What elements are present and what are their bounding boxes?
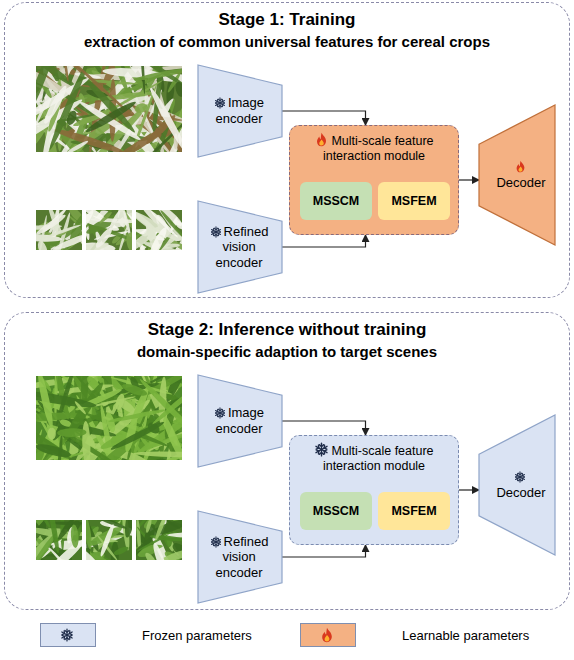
connector-arrow bbox=[459, 179, 479, 180]
connector-arrow bbox=[282, 545, 366, 557]
encoder-trapezoid: Refined vision encoder bbox=[198, 201, 282, 293]
stage-title: Stage 1: Training bbox=[5, 10, 569, 30]
module-label: Multi-scale feature interaction module bbox=[290, 436, 458, 474]
block-label: Image encoder bbox=[202, 405, 276, 436]
leaf-sample-photo bbox=[18, 500, 98, 576]
snowflake-icon bbox=[60, 628, 74, 642]
leaf-sample-photo bbox=[114, 504, 200, 578]
fire-icon bbox=[319, 627, 335, 643]
decoder-trapezoid: Decoder bbox=[479, 415, 555, 555]
stage-panel: Stage 2: Inference without training domai… bbox=[4, 312, 570, 610]
label-holder: Refined vision encoder bbox=[202, 531, 276, 583]
submodule-box: MSSCM bbox=[300, 182, 372, 220]
legend-item: Frozen parameters bbox=[40, 622, 252, 648]
connector-arrow bbox=[282, 111, 366, 125]
module-label: Multi-scale feature interaction module bbox=[290, 126, 458, 164]
spike-sample-photo bbox=[115, 197, 203, 270]
fire-icon bbox=[314, 132, 329, 147]
block-label: Refined vision encoder bbox=[202, 534, 276, 581]
submodule-box: MSFEM bbox=[378, 492, 450, 530]
legend-swatch bbox=[300, 623, 356, 647]
label-holder: Decoder bbox=[491, 147, 551, 203]
interaction-module: Multi-scale feature interaction moduleMS… bbox=[289, 125, 459, 235]
fire-icon bbox=[514, 160, 527, 173]
stage-panel: Stage 1: Training extraction of common un… bbox=[4, 2, 570, 298]
snowflake-icon bbox=[210, 536, 222, 548]
submodule-name: MSFEM bbox=[391, 194, 436, 208]
submodule-name: MSSCM bbox=[313, 194, 360, 208]
snowflake-icon bbox=[210, 226, 222, 238]
block-label: Refined vision encoder bbox=[202, 224, 276, 271]
block-name: Decoder bbox=[496, 485, 545, 500]
submodule-name: MSFEM bbox=[391, 504, 436, 518]
legend-text: Frozen parameters bbox=[142, 628, 252, 643]
snowflake-icon bbox=[314, 442, 329, 457]
snowflake-icon bbox=[214, 407, 226, 419]
submodule-box: MSFEM bbox=[378, 182, 450, 220]
label-holder: Decoder bbox=[491, 457, 551, 513]
block-label: Decoder bbox=[491, 159, 551, 190]
connector-arrow bbox=[459, 489, 479, 490]
encoder-trapezoid: Image encoder bbox=[198, 65, 282, 157]
block-label: Image encoder bbox=[202, 95, 276, 126]
interaction-module: Multi-scale feature interaction moduleMS… bbox=[289, 435, 459, 545]
stage-subtitle: extraction of common universal features … bbox=[5, 33, 569, 50]
label-holder: Image encoder bbox=[202, 85, 276, 137]
encoder-trapezoid: Refined vision encoder bbox=[198, 511, 282, 603]
snowflake-icon bbox=[214, 97, 226, 109]
legend-text: Learnable parameters bbox=[402, 628, 529, 643]
submodule-name: MSSCM bbox=[313, 504, 360, 518]
module-name: Multi-scale feature interaction module bbox=[323, 444, 434, 473]
submodule-box: MSSCM bbox=[300, 492, 372, 530]
snowflake-icon bbox=[514, 471, 526, 483]
block-name: Refined vision encoder bbox=[216, 224, 269, 270]
connector-arrow bbox=[282, 235, 366, 247]
block-name: Decoder bbox=[496, 175, 545, 190]
legend-swatch bbox=[40, 623, 96, 647]
encoder-trapezoid: Image encoder bbox=[198, 375, 282, 467]
label-holder: Refined vision encoder bbox=[202, 221, 276, 273]
legend-item: Learnable parameters bbox=[300, 622, 529, 648]
leaf-sample-photo bbox=[67, 503, 140, 573]
stage-subtitle: domain-specific adaption to target scene… bbox=[5, 343, 569, 360]
module-name: Multi-scale feature interaction module bbox=[323, 134, 434, 163]
block-name: Refined vision encoder bbox=[216, 534, 269, 580]
connector-arrow bbox=[282, 421, 366, 435]
block-label: Decoder bbox=[491, 469, 551, 500]
decoder-trapezoid: Decoder bbox=[479, 105, 555, 245]
label-holder: Image encoder bbox=[202, 395, 276, 447]
diseased-crop-photo bbox=[0, 35, 215, 198]
stage-title: Stage 2: Inference without training bbox=[5, 320, 569, 340]
